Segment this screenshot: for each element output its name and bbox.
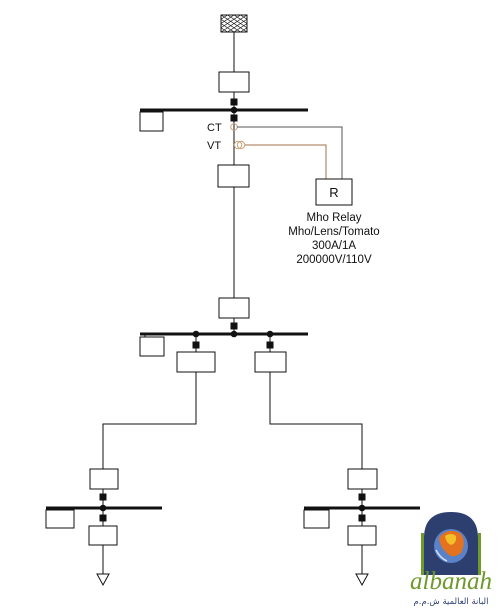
node-square bbox=[266, 341, 274, 349]
logo-wordmark: albanah bbox=[410, 568, 492, 595]
node-square bbox=[230, 322, 238, 330]
relay-vt-ratio: 200000V/110V bbox=[296, 254, 372, 266]
relay-ct-ratio: 300A/1A bbox=[312, 240, 356, 252]
vt-symbol-icon bbox=[233, 140, 243, 150]
relay-symbol-label: R bbox=[329, 185, 338, 200]
bus-panel bbox=[139, 336, 165, 357]
bus-panel bbox=[303, 509, 330, 529]
breaker[interactable] bbox=[89, 468, 119, 490]
breaker[interactable] bbox=[218, 71, 250, 93]
relay-name: Mho Relay bbox=[307, 212, 362, 224]
breaker[interactable] bbox=[218, 297, 250, 319]
branch-line bbox=[102, 372, 197, 469]
ct-label: CT bbox=[207, 122, 222, 134]
branch-line bbox=[269, 372, 363, 469]
node-square bbox=[230, 98, 238, 106]
bus-panel bbox=[45, 509, 75, 529]
bus-node bbox=[230, 106, 238, 114]
breaker[interactable] bbox=[217, 164, 250, 188]
breaker[interactable] bbox=[88, 525, 118, 546]
breaker[interactable] bbox=[176, 351, 216, 373]
node-square bbox=[358, 493, 366, 501]
vt-wiring bbox=[245, 144, 327, 180]
breaker[interactable] bbox=[347, 525, 377, 546]
node-square bbox=[230, 114, 238, 122]
node-square bbox=[99, 493, 107, 501]
logo-arabic-text: البانة العالمية ش.م.م bbox=[413, 597, 488, 607]
breaker[interactable] bbox=[254, 351, 287, 373]
node-square bbox=[192, 341, 200, 349]
bus-panel bbox=[139, 111, 164, 132]
breaker[interactable] bbox=[347, 468, 378, 490]
relay-box[interactable] bbox=[315, 178, 353, 206]
ct-wiring bbox=[237, 126, 343, 180]
load-arrow-icon bbox=[96, 573, 110, 587]
albanah-logo: albanah البانة العالمية ش.م.م bbox=[410, 512, 492, 607]
load-arrow-icon bbox=[355, 573, 369, 587]
relay-characteristic: Mho/Lens/Tomato bbox=[288, 226, 379, 238]
grid-source-icon bbox=[220, 14, 248, 33]
vt-label: VT bbox=[207, 140, 221, 152]
bus-node bbox=[230, 330, 238, 338]
